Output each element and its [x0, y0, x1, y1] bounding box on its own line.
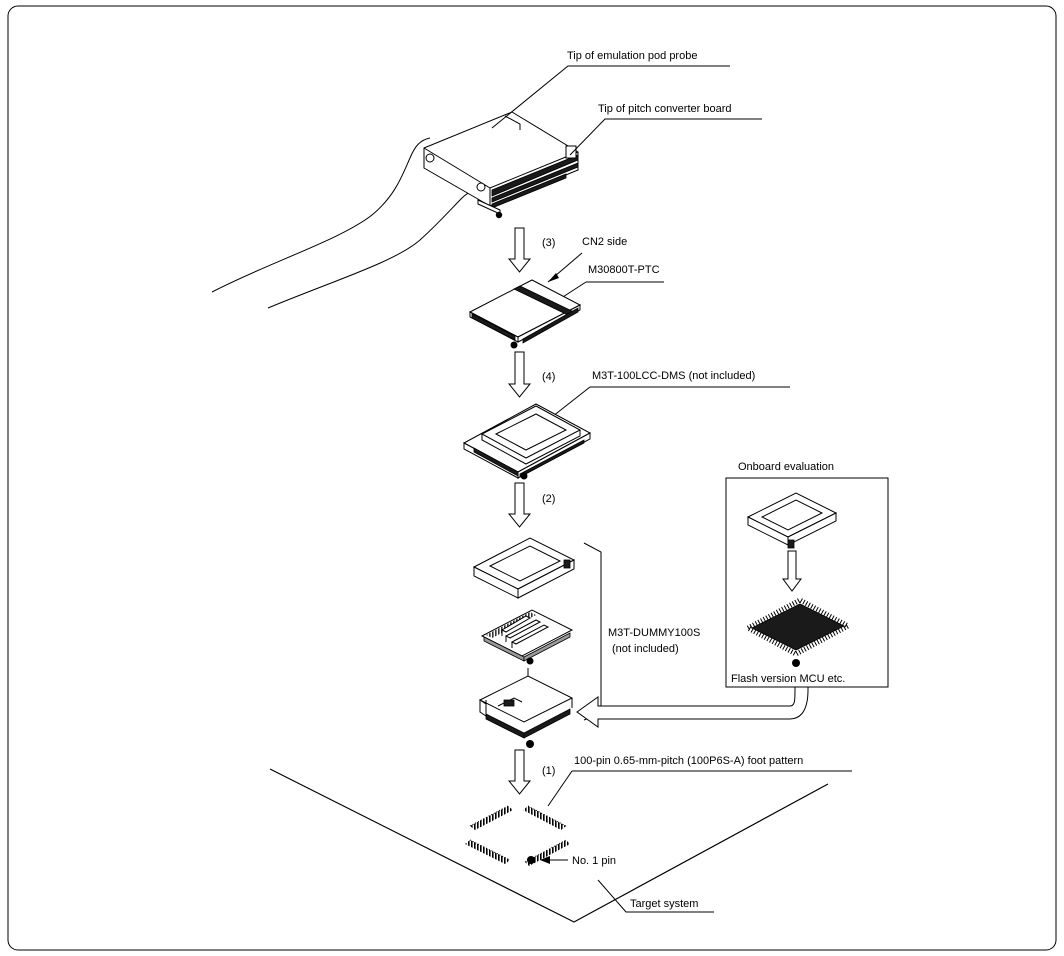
label-pitch-converter-tip: Tip of pitch converter board	[598, 103, 732, 115]
m30800t-ptc-board	[468, 279, 582, 349]
figure-frame	[7, 5, 1057, 951]
m3t-dummy100s-cover	[472, 537, 576, 599]
pin1-marker-icon	[526, 740, 534, 748]
label-pod-probe-tip: Tip of emulation pod probe	[567, 50, 697, 62]
pin1-marker-icon	[510, 341, 518, 349]
label-dummy100s-not-included: (not included)	[612, 643, 679, 655]
leader-pod-probe	[491, 65, 730, 129]
arrow-step-4	[507, 351, 532, 398]
no1-pin-arrowhead-icon	[540, 856, 550, 864]
label-no1-pin: No. 1 pin	[572, 855, 616, 867]
emulation-pod-probe	[211, 111, 579, 309]
arrow-step-3	[507, 227, 532, 273]
pin1-marker-icon	[520, 472, 528, 480]
flash-mcu-chip	[742, 597, 854, 667]
label-dummy100s: M3T-DUMMY100S	[608, 627, 700, 639]
leader-pitch-converter	[569, 118, 762, 156]
target-system-board	[269, 768, 829, 923]
leader-target-system	[597, 879, 714, 913]
probe-screw-hole-icon	[425, 153, 435, 163]
label-step-1: (1)	[542, 765, 555, 777]
label-step-3: (3)	[542, 237, 555, 249]
pin1-marker-icon	[792, 659, 800, 667]
cable-edge-outer	[211, 137, 431, 293]
label-flash-mcu: Flash version MCU etc.	[731, 673, 845, 685]
onboard-evaluation-box	[725, 477, 889, 688]
label-lcc-dms: M3T-100LCC-DMS (not included)	[592, 370, 755, 382]
label-target-system: Target system	[630, 898, 698, 910]
m3t-dummy100s-base	[478, 668, 574, 748]
m3t-100lcc-dms	[462, 403, 592, 480]
onboard-cover	[746, 492, 838, 549]
leader-foot-pattern	[547, 770, 573, 807]
pin1-marker-icon	[527, 856, 535, 864]
label-foot-pattern: 100-pin 0.65-mm-pitch (100P6S-A) foot pa…	[574, 755, 803, 767]
label-step-4: (4)	[542, 371, 555, 383]
cn2-arrowhead-icon	[548, 273, 559, 282]
m3t-dummy100s-socket	[480, 609, 574, 665]
dummy100s-bracket	[583, 542, 602, 721]
label-onboard-evaluation: Onboard evaluation	[738, 461, 834, 473]
cable-edge-inner	[267, 189, 481, 309]
pin1-marker-icon	[495, 211, 503, 219]
arrow-step-2	[507, 482, 532, 528]
arrow-step-1	[507, 749, 532, 795]
foot-pattern	[465, 805, 570, 866]
label-ptc: M30800T-PTC	[588, 264, 660, 276]
onboard-down-arrow	[782, 550, 802, 592]
label-step-2: (2)	[542, 493, 555, 505]
label-cn2-side: CN2 side	[582, 236, 627, 248]
onboard-return-arrow	[576, 686, 809, 728]
pin1-marker-icon	[526, 657, 534, 665]
